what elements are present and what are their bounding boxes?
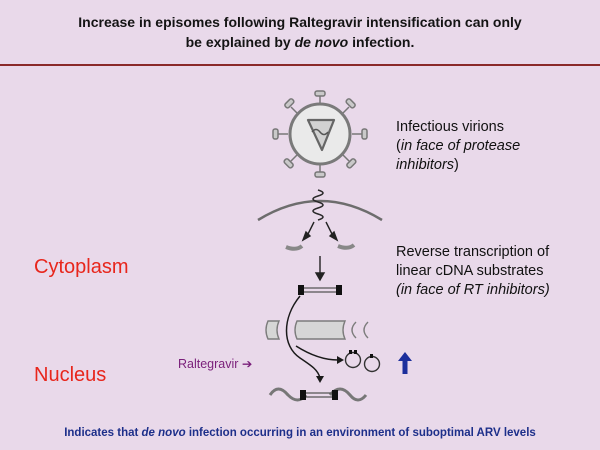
note-rt-line1: Reverse transcription of <box>396 244 550 260</box>
arrow-up-icon <box>398 352 412 374</box>
rna-fragment-left <box>285 244 304 251</box>
raltegravir-label: Raltegravir ➔ <box>178 356 252 371</box>
footer-post: infection occurring in an environment of… <box>185 427 536 439</box>
virion-icon <box>272 90 368 178</box>
label-nucleus: Nucleus <box>34 364 107 386</box>
rt-arrow <box>314 256 326 282</box>
nuclear-import-path <box>285 295 321 379</box>
note-infectious-virions: Infectious virions (in face of protease … <box>396 118 520 175</box>
note-reverse-transcription: Reverse transcription of linear cDNA sub… <box>396 243 550 300</box>
note-virions-line3: inhibitors <box>396 157 455 173</box>
note-virions-line2: in face of protease <box>400 138 521 154</box>
raltegravir-text: Raltegravir <box>178 357 239 371</box>
footer-pre: Indicates that <box>64 427 142 439</box>
title-line2-post: infection. <box>348 34 415 50</box>
footer-em: de novo <box>141 427 186 439</box>
entry-arrows <box>301 221 339 242</box>
episome-arrow <box>295 345 339 361</box>
viral-rna-coil <box>312 189 324 221</box>
note-virions-line1: Infectious virions <box>396 119 504 135</box>
slide-title: Increase in episomes following Raltegrav… <box>20 12 580 52</box>
rna-fragment-right <box>337 243 356 250</box>
note-virions-paren-close: ) <box>454 157 459 173</box>
title-line2-pre: be explained by <box>185 34 295 50</box>
label-cytoplasm: Cytoplasm <box>34 256 129 278</box>
title-line2-em: de novo <box>294 34 349 50</box>
arrow-right-icon: ➔ <box>241 357 253 371</box>
slide-footer: Indicates that de novo infection occurri… <box>10 427 590 439</box>
cell-membrane <box>257 199 383 222</box>
linear-cdna <box>298 285 342 295</box>
note-rt-line3: (in face of RT inhibitors) <box>396 282 550 298</box>
episome-circles <box>344 350 381 373</box>
title-line1: Increase in episomes following Raltegrav… <box>78 14 522 30</box>
integrated-provirus <box>268 387 368 402</box>
note-rt-line2: linear cDNA substrates <box>396 263 544 279</box>
nuclear-membrane <box>265 320 369 340</box>
title-divider <box>0 64 600 66</box>
note-virions-paren: ( <box>396 138 401 154</box>
